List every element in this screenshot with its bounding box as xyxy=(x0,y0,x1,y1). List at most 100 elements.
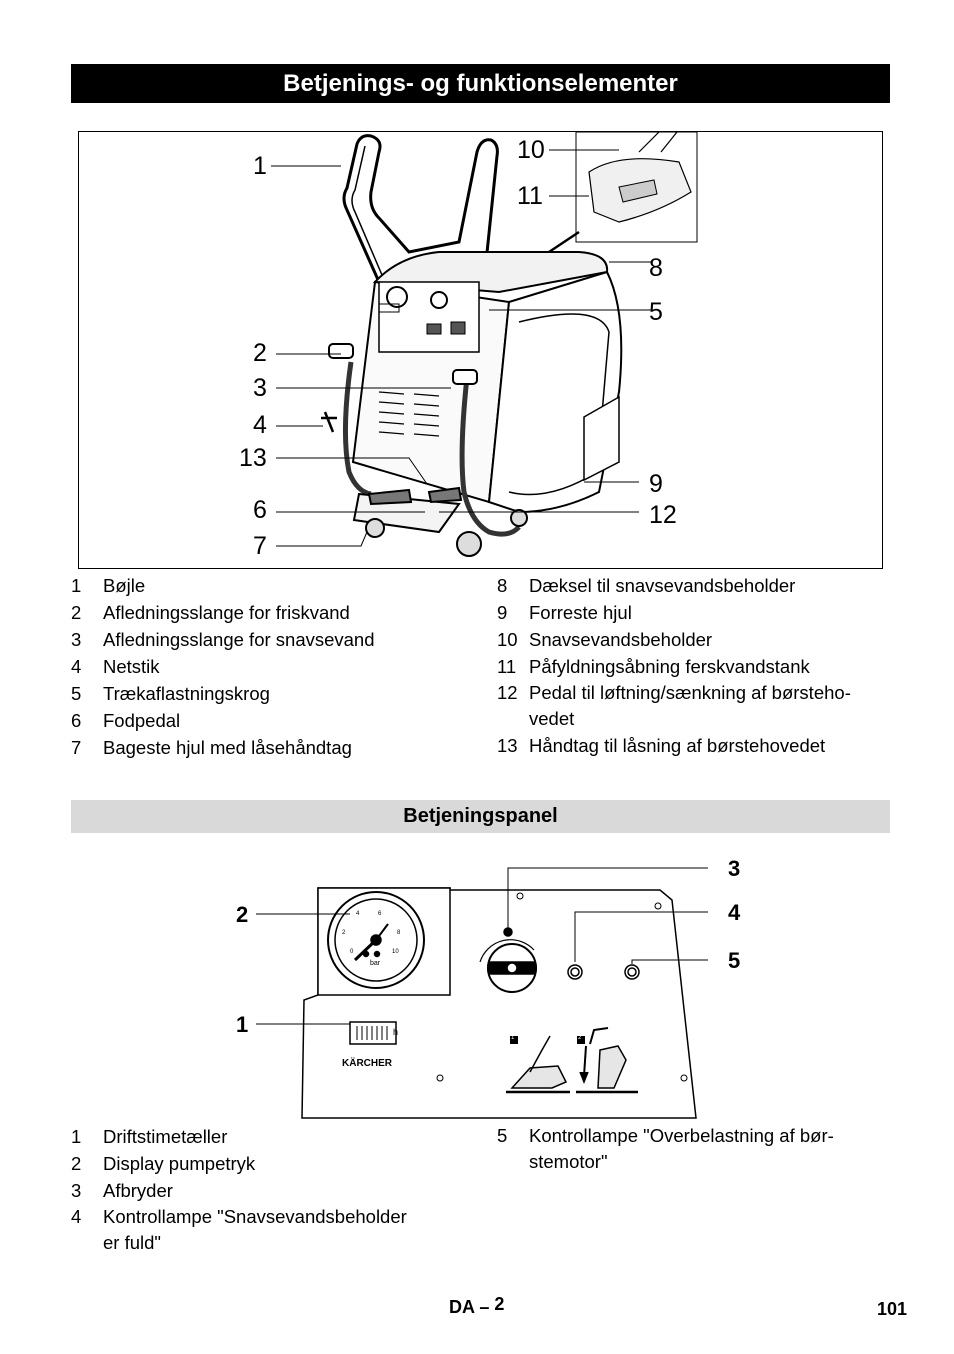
callout-label: 7 xyxy=(253,532,267,560)
callout-label: 1 xyxy=(253,152,267,180)
brand-logo: KÄRCHER xyxy=(342,1058,392,1069)
item-text: Snavsevandsbeholder xyxy=(529,629,713,650)
callout-label: 6 xyxy=(253,496,267,524)
item-text-continuation: er fuld" xyxy=(103,1232,161,1253)
step-label: 1 xyxy=(511,1035,515,1041)
machine-drawing xyxy=(271,132,698,557)
footer-lang: DA xyxy=(449,1297,475,1317)
step-label: 2 xyxy=(578,1035,582,1041)
footer-section-page: 2 xyxy=(494,1294,505,1314)
callout-label: 12 xyxy=(649,501,677,529)
list-item: 2 Afledningsslange for friskvand xyxy=(71,599,471,626)
parts-list-right: 8 Dæksel til snavsevandsbeholder 9 Forrest… xyxy=(497,572,897,759)
list-item: 4 Netstik xyxy=(71,653,471,680)
control-panel-illustration: 4 6 2 8 0 10 bar h KÄRCHER 1 2 3 2 4 5 1 xyxy=(230,850,750,1125)
item-text-continuation: stemotor" xyxy=(529,1151,608,1172)
footer-section-ref: DA – 2 xyxy=(449,1294,505,1318)
callout-label: 2 xyxy=(236,902,249,927)
callout-label: 4 xyxy=(253,411,267,439)
list-item: 3 Afledningsslange for snavsevand xyxy=(71,626,471,653)
item-number: 1 xyxy=(71,575,82,596)
list-item: 11 Påfyldningsåbning ferskvandstank xyxy=(497,653,897,680)
item-number: 9 xyxy=(497,602,508,623)
page-number: 101 xyxy=(877,1299,908,1319)
item-number: 11 xyxy=(497,656,517,677)
gauge-tick-label: 2 xyxy=(342,930,346,936)
item-number: 1 xyxy=(71,1126,82,1147)
footer-sep: – xyxy=(479,1297,490,1317)
gauge-tick-label: 4 xyxy=(356,911,360,917)
callout-label: 3 xyxy=(728,856,741,881)
item-text: Pedal til løftning/sænkning af børsteho-… xyxy=(529,680,897,732)
item-number: 12 xyxy=(497,682,518,703)
gauge-tick-label: 8 xyxy=(397,930,401,936)
item-number: 5 xyxy=(71,683,82,704)
callout-label: 1 xyxy=(236,1012,249,1037)
item-text-continuation: vedet xyxy=(529,708,575,729)
item-number: 10 xyxy=(497,629,518,650)
item-number: 3 xyxy=(71,1180,82,1201)
item-text: Trækaflastningskrog xyxy=(103,683,270,704)
section-heading: Betjeningspanel xyxy=(71,800,890,833)
item-text-line: Kontrollampe "Overbelastning af bør- xyxy=(529,1125,834,1146)
list-item: 5 Kontrollampe "Overbelastning af bør-ste… xyxy=(497,1123,897,1175)
panel-list-right: 5 Kontrollampe "Overbelastning af bør-ste… xyxy=(497,1123,897,1175)
item-text: Afbryder xyxy=(103,1180,173,1201)
gauge-unit: bar xyxy=(370,960,381,967)
parts-list-left: 1 Bøjle 2 Afledningsslange for friskvand 3… xyxy=(71,572,471,761)
item-number: 13 xyxy=(497,735,518,756)
list-item: 5 Trækaflastningskrog xyxy=(71,680,471,707)
item-text: Påfyldningsåbning ferskvandstank xyxy=(529,656,810,677)
callout-label: 5 xyxy=(649,298,663,326)
item-text: Kontrollampe "Overbelastning af bør-stem… xyxy=(529,1123,897,1175)
item-number: 2 xyxy=(71,602,82,623)
gauge-tick-label: 0 xyxy=(350,949,354,955)
page-title: Betjenings- og funktionselementer xyxy=(71,64,890,103)
item-text: Display pumpetryk xyxy=(103,1153,256,1174)
control-panel-drawing xyxy=(256,867,708,1119)
gauge-tick-label: 10 xyxy=(392,949,399,955)
item-text: Kontrollampe "Snavsevandsbeholder er fuld… xyxy=(103,1204,471,1256)
item-text: Afledningsslange for friskvand xyxy=(103,602,350,623)
list-item: 13 Håndtag til låsning af børstehovedet xyxy=(497,732,897,759)
item-number: 5 xyxy=(497,1125,508,1146)
item-text: Netstik xyxy=(103,656,160,677)
item-number: 8 xyxy=(497,575,508,596)
item-text: Forreste hjul xyxy=(529,602,632,623)
callout-label: 9 xyxy=(649,470,663,498)
item-number: 4 xyxy=(71,1206,82,1227)
machine-illustration: 1 2 3 4 13 6 7 10 11 8 5 9 12 xyxy=(78,131,883,569)
item-text: Håndtag til låsning af børstehovedet xyxy=(529,735,826,756)
callout-label: 2 xyxy=(253,339,267,367)
item-text-line: Pedal til løftning/sænkning af børsteho- xyxy=(529,682,851,703)
item-number: 4 xyxy=(71,656,82,677)
list-item: 6 Fodpedal xyxy=(71,707,471,734)
item-number: 3 xyxy=(71,629,82,650)
item-text: Dæksel til snavsevandsbeholder xyxy=(529,575,796,596)
list-item: 4 Kontrollampe "Snavsevandsbeholder er ful… xyxy=(71,1204,471,1256)
callout-label: 5 xyxy=(728,948,741,973)
counter-unit: h xyxy=(393,1027,399,1037)
list-item: 9 Forreste hjul xyxy=(497,599,897,626)
item-text: Fodpedal xyxy=(103,710,181,731)
callout-label: 10 xyxy=(517,136,545,164)
callout-label: 8 xyxy=(649,254,663,282)
list-item: 8 Dæksel til snavsevandsbeholder xyxy=(497,572,897,599)
item-number: 6 xyxy=(71,710,82,731)
list-item: 1 Bøjle xyxy=(71,572,471,599)
item-text-line: Kontrollampe "Snavsevandsbeholder xyxy=(103,1206,407,1227)
callout-label: 4 xyxy=(728,900,741,925)
item-text: Bøjle xyxy=(103,575,146,596)
item-text: Bageste hjul med låsehåndtag xyxy=(103,737,352,758)
list-item: 10 Snavsevandsbeholder xyxy=(497,626,897,653)
callout-label: 3 xyxy=(253,374,267,402)
gauge-tick-label: 6 xyxy=(378,911,382,917)
list-item: 12 Pedal til løftning/sænkning af børsteh… xyxy=(497,680,897,732)
callout-label: 11 xyxy=(517,182,543,210)
callout-label: 13 xyxy=(239,444,267,472)
item-text: Afledningsslange for snavsevand xyxy=(103,629,375,650)
